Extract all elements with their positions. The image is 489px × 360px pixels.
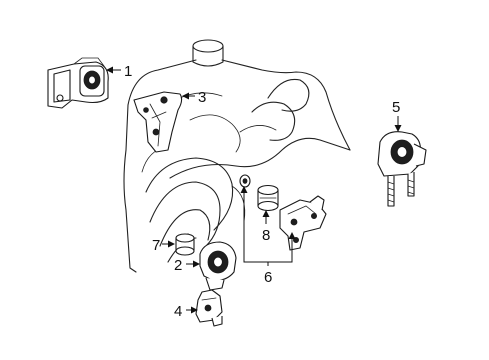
bushing-part-7: [175, 233, 195, 256]
callout-label-2: 2: [174, 257, 182, 274]
callout-7: 7: [152, 237, 175, 254]
engine-mount-part-2: [199, 241, 237, 291]
callout-3: 3: [182, 89, 206, 106]
callout-label-3: 3: [198, 89, 206, 106]
callout-1: 1: [106, 63, 132, 80]
engine-block-outline: [123, 39, 351, 273]
bushing-part-8: [257, 184, 279, 212]
callout-label-1: 1: [124, 63, 132, 80]
callout-label-5: 5: [392, 99, 400, 116]
bushing-part-8-item: [239, 174, 251, 188]
callout-label-4: 4: [174, 303, 182, 320]
engine-mount-part-5: [377, 131, 427, 207]
callout-6: 6: [240, 186, 296, 286]
engine-mount-part-1: [47, 57, 109, 109]
callout-label-7: 7: [152, 237, 160, 254]
mount-bracket-part-4: [195, 289, 223, 327]
callout-4: 4: [174, 303, 198, 320]
mount-bracket-part-6: [279, 195, 327, 251]
callout-label-8: 8: [262, 227, 270, 244]
callout-label-6: 6: [264, 269, 272, 286]
callout-8: 8: [262, 210, 270, 244]
callout-2: 2: [174, 257, 200, 274]
callout-5: 5: [392, 99, 402, 132]
engine-mount-bracket-part-3: [133, 91, 183, 153]
